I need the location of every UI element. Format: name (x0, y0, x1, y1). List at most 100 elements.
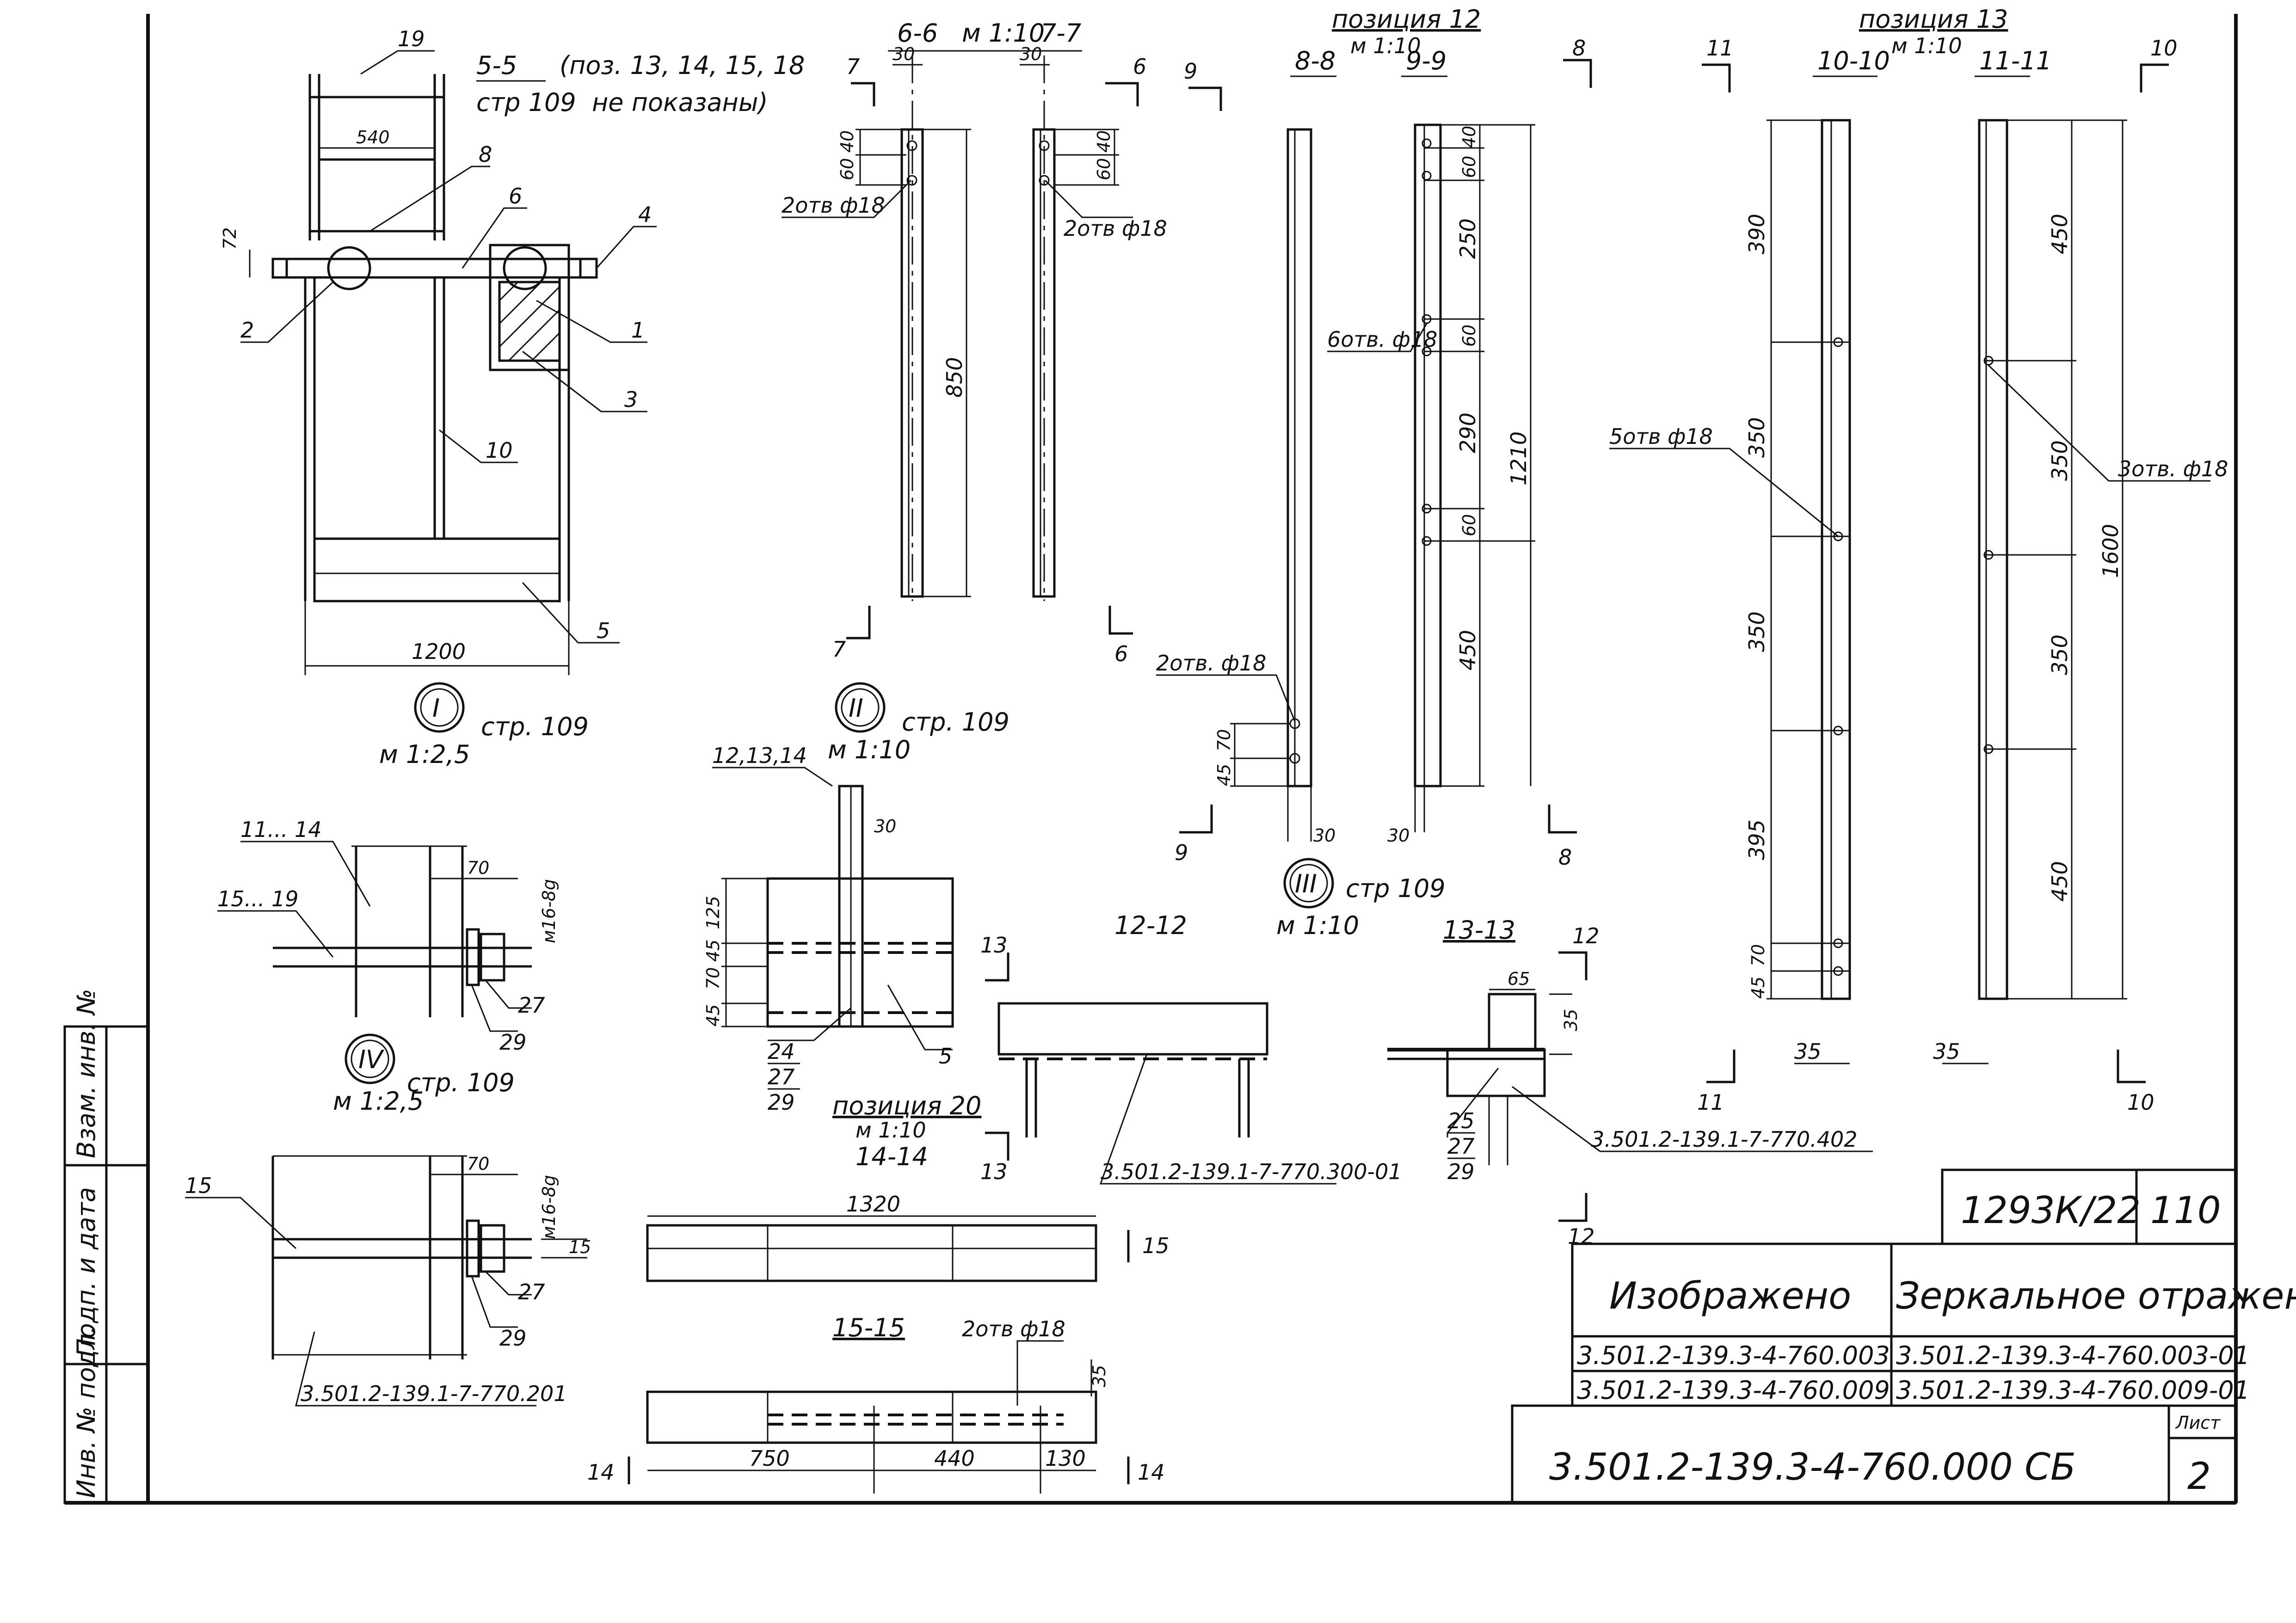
page-number: 110 (2150, 1189, 2221, 1232)
cut-8-top: 8 (1572, 36, 1586, 61)
cut-14-right: 14 (1138, 1460, 1165, 1485)
pos13-scale: м 1:10 (1891, 33, 1962, 58)
dim-30-p12a: 30 (1313, 825, 1336, 846)
pos-29-d: 29 (1447, 1159, 1475, 1184)
row2-b: 3.501.2-139.3-4-760.009-01 (1896, 1376, 2250, 1405)
position-20: 125 45 70 45 30 12,13,14 24 27 29 5 пози… (703, 743, 981, 1171)
cut-7-bot: 7 (832, 637, 846, 662)
dim-35-a: 35 (1794, 1039, 1822, 1064)
pos13-title: позиция 13 (1859, 5, 2008, 34)
ref-300: 3.501.2-139.1-7-770.300-01 (1101, 1159, 1402, 1184)
pos-12-13-14: 12,13,14 (712, 743, 807, 768)
dim-60-p12c: 60 (1459, 514, 1479, 536)
dim-350-a: 350 (1744, 417, 1769, 458)
holes-2-p12: 2отв. ф18 (1156, 651, 1266, 676)
cut-8-bot: 8 (1558, 845, 1572, 870)
dim-15: 15 (569, 1237, 591, 1257)
dim-60-p12a: 60 (1459, 156, 1479, 178)
position-12: позиция 12 м 1:10 8-8 9-9 70 45 2отв. ф1… (1156, 5, 1592, 940)
pos-15: 15 (185, 1173, 212, 1198)
cut-7-top: 7 (846, 54, 860, 79)
dim-45-b: 45 (703, 1004, 723, 1027)
sec-7-7-title: 7-7 (1040, 18, 1081, 48)
dim-850: 850 (942, 357, 967, 398)
holes-5: 5отв ф18 (1609, 424, 1713, 449)
dim-60-a: 60 (837, 158, 857, 180)
pos-24: 24 (768, 1039, 795, 1064)
pos20-scale: м 1:10 (856, 1118, 926, 1143)
pos-25: 25 (1447, 1108, 1475, 1133)
callout-II-ref: стр. 109 (902, 707, 1010, 737)
bolt-detail-bottom: 70 м16-8g 15 15 27 29 3.501.2-139.1-7-77… (185, 1154, 591, 1407)
cut-10-top: 10 (2150, 36, 2178, 61)
dim-395: 395 (1744, 819, 1769, 860)
pos-27-c: 27 (768, 1064, 795, 1089)
callout-IV: IV (358, 1045, 385, 1074)
sheet-number: 2 (2187, 1455, 2211, 1498)
pos12-title: позиция 12 (1332, 5, 1481, 34)
pos-19: 19 (398, 26, 425, 51)
dim-30-a: 30 (893, 44, 915, 64)
dim-350-d: 350 (2047, 634, 2072, 675)
dim-1600: 1600 (2098, 524, 2123, 578)
pos-27-a: 27 (518, 993, 545, 1018)
side-vzam: Взам. инв. № (72, 989, 101, 1158)
cut-9-top: 9 (1184, 59, 1197, 84)
ref-201: 3.501.2-139.1-7-770.201 (301, 1381, 567, 1406)
dim-540: 540 (356, 127, 390, 148)
row1-b: 3.501.2-139.3-4-760.003-01 (1896, 1341, 2250, 1370)
dim-70-p20: 70 (703, 967, 723, 990)
order-number: 1293К/22 (1961, 1189, 2141, 1232)
callout-IV-ref: стр. 109 (407, 1068, 515, 1097)
pos-11-14: 11... 14 (240, 817, 322, 842)
position-13: позиция 13 м 1:10 10-10 11-11 390 350 35… (1609, 5, 2228, 1115)
callout-II-scale: м 1:10 (828, 735, 911, 764)
dim-450-b: 450 (2047, 861, 2072, 902)
side-stamp: Инв. № подл. Подп. и дата Взам. инв. № (72, 989, 101, 1498)
holes-2-b15: 2отв ф18 (962, 1316, 1065, 1341)
sec-9-9: 9-9 (1406, 46, 1447, 75)
dim-72: 72 (220, 227, 240, 250)
cut-14-left: 14 (587, 1460, 615, 1485)
dim-750: 750 (749, 1446, 790, 1471)
pos20-title: позиция 20 (832, 1091, 981, 1120)
dim-70-b: 70 (467, 1154, 489, 1174)
holes-6: 6отв. ф18 (1327, 327, 1437, 352)
dim-40-p12: 40 (1459, 126, 1479, 148)
m16-iv: м16-8g (539, 879, 559, 943)
sec-8-8: 8-8 (1295, 46, 1336, 75)
dim-390: 390 (1744, 214, 1769, 254)
dim-35-c: 35 (1561, 1009, 1581, 1031)
dim-350-c: 350 (2047, 440, 2072, 481)
pos-15-19: 15... 19 (217, 886, 299, 911)
side-sign: Подп. и дата (72, 1187, 101, 1357)
view-IV: 70 м16-8g 11... 14 15... 19 27 29 IV м 1… (217, 817, 559, 1116)
dim-60-b: 60 (1094, 158, 1114, 180)
dim-40-a: 40 (837, 130, 857, 153)
cut-13-bot: 13 (980, 1159, 1008, 1184)
dim-250: 250 (1455, 218, 1480, 259)
pos-29-a: 29 (499, 1030, 527, 1055)
dim-60-p12b: 60 (1459, 325, 1479, 347)
view-5-5: 540 1200 72 19 8 6 4 2 1 3 10 5 5-5 стр … (220, 26, 805, 769)
section-12-12: 12-12 13 13 3.501.2-139.1-7-770.300-01 (980, 911, 1402, 1185)
sec-6-6-scale: м 1:10 (962, 18, 1045, 48)
pos-27-d: 27 (1447, 1134, 1475, 1159)
pos-29-b: 29 (499, 1326, 527, 1351)
cut-9-bot: 9 (1175, 840, 1188, 865)
holes-2-a: 2отв ф18 (782, 193, 885, 218)
dim-40-b: 40 (1094, 130, 1114, 153)
col2-head: Зеркальное отражение (1896, 1274, 2296, 1317)
cut-11-bot: 11 (1697, 1090, 1724, 1115)
dim-125: 125 (703, 896, 723, 929)
dim-45-p13: 45 (1748, 977, 1768, 999)
dim-65: 65 (1508, 969, 1530, 989)
sec-13-13: 13-13 (1443, 916, 1515, 945)
dim-350-b: 350 (1744, 611, 1769, 652)
dim-70-p12: 70 (1214, 729, 1234, 751)
row1-a: 3.501.2-139.3-4-760.003 (1577, 1341, 1890, 1370)
cut-6-top: 6 (1133, 54, 1146, 79)
dim-1200: 1200 (412, 639, 466, 664)
sec-11-11: 11-11 (1979, 46, 2052, 75)
